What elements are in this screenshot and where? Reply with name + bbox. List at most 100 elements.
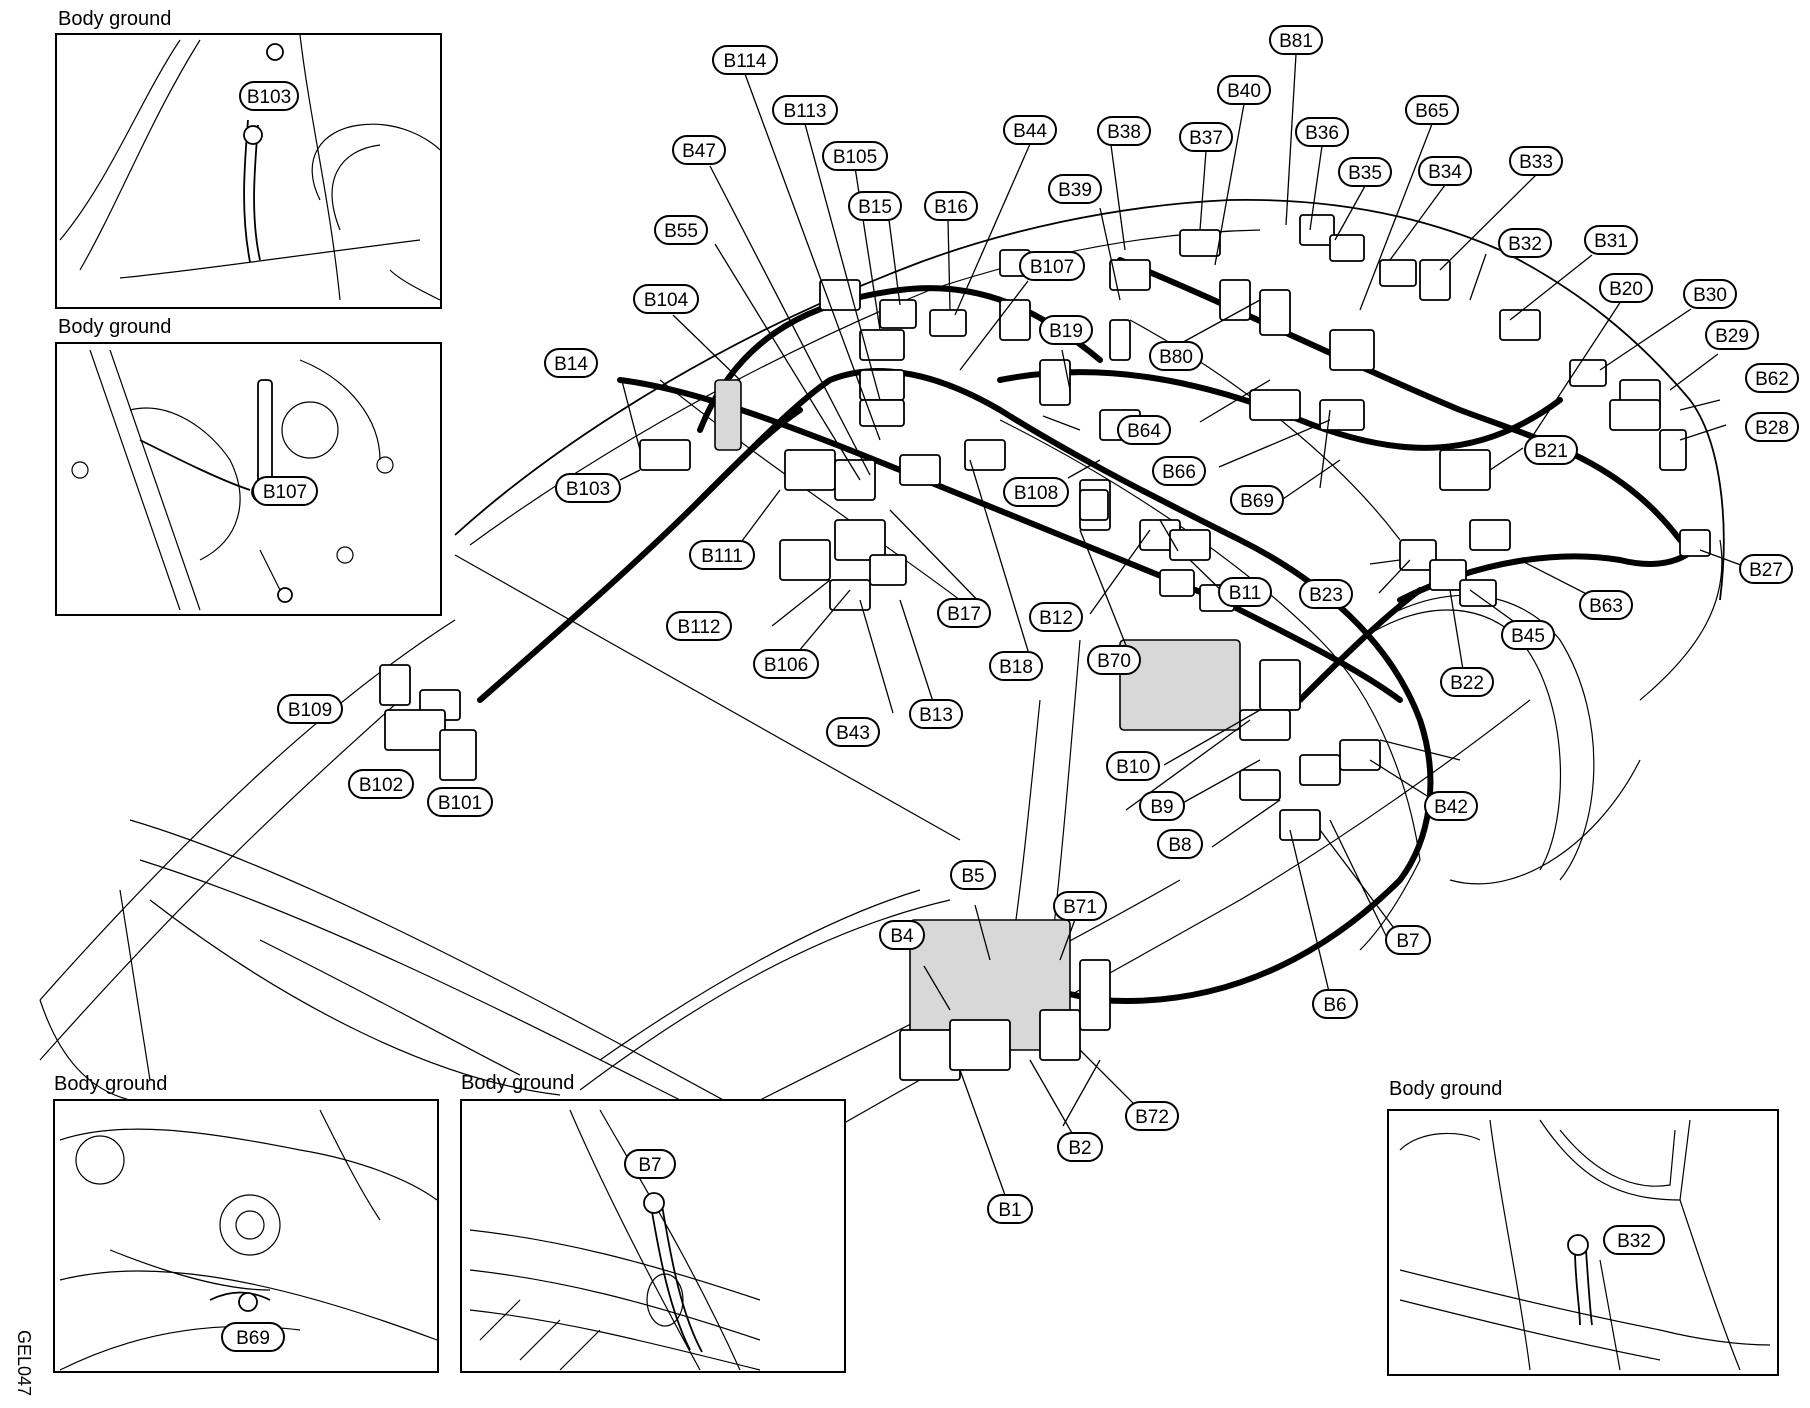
callout-b43: B43 [826,717,880,747]
callout-b19: B19 [1039,315,1093,345]
connectors [379,214,1711,1081]
callout-label: B69 [236,1328,270,1349]
svg-text:B38: B38 [1107,122,1141,143]
svg-text:B22: B22 [1450,673,1484,694]
svg-text:B23: B23 [1309,585,1343,606]
svg-text:B7: B7 [1396,931,1419,952]
callout-b11: B11 [1218,577,1272,607]
callout-b63: B63 [1579,590,1633,620]
inset-mid-left: Body ground B107 [55,316,442,616]
callout-b15: B15 [848,191,902,221]
callout-box [239,81,299,111]
callout-b34: B34 [1418,156,1472,186]
callout-b55: B55 [654,215,708,245]
svg-text:B64: B64 [1127,421,1161,442]
inset-title: Body ground [58,8,171,30]
callout-b13: B13 [909,699,963,729]
callout-b81: B81 [1269,25,1323,55]
svg-text:B36: B36 [1305,123,1339,144]
callout-b113: B113 [772,95,838,125]
callout-b38: B38 [1097,116,1151,146]
callout-box [221,1322,285,1352]
callout-b102: B102 [348,769,414,799]
svg-text:B16: B16 [934,197,968,218]
svg-text:B9: B9 [1150,797,1173,818]
callout-b22: B22 [1440,667,1494,697]
callout-b109: B109 [277,694,343,724]
svg-text:B21: B21 [1534,441,1568,462]
callout-box [1603,1225,1665,1255]
svg-text:B31: B31 [1594,231,1628,252]
callout-b107: B107 [1019,251,1085,281]
svg-text:B66: B66 [1162,462,1196,483]
callout-b20: B20 [1599,273,1653,303]
callout-label: B103 [247,87,291,108]
callout-b64: B64 [1117,415,1171,445]
callout-b9: B9 [1139,791,1185,821]
svg-text:B104: B104 [644,290,689,311]
svg-text:B37: B37 [1189,128,1223,149]
inset-title: Body ground [58,316,171,338]
svg-text:B12: B12 [1039,608,1073,629]
svg-text:B106: B106 [764,655,808,676]
callout-b40: B40 [1217,75,1271,105]
callout-b45: B45 [1501,620,1555,650]
callout-b23: B23 [1299,579,1353,609]
callout-b111: B111 [689,540,755,570]
svg-text:B80: B80 [1159,347,1193,368]
svg-text:B71: B71 [1063,897,1097,918]
callout-b32: B32 [1498,228,1552,258]
callout-b36: B36 [1295,117,1349,147]
inset-title: Body ground [54,1073,167,1095]
callout-b30: B30 [1683,279,1737,309]
svg-text:B32: B32 [1508,234,1542,255]
callout-b6: B6 [1312,989,1358,1019]
callout-b8: B8 [1157,829,1203,859]
callout-b4: B4 [879,920,925,950]
svg-text:B114: B114 [724,51,767,72]
svg-text:B47: B47 [682,141,716,162]
callout-b1: B1 [987,1194,1033,1224]
svg-text:B112: B112 [678,617,721,638]
svg-text:B39: B39 [1058,180,1092,201]
car-body-outline [39,198,1725,1161]
svg-text:B5: B5 [961,866,984,887]
svg-text:B4: B4 [890,926,914,947]
callout-b39: B39 [1048,174,1102,204]
callout-b62: B62 [1745,363,1799,393]
svg-text:B45: B45 [1511,626,1545,647]
svg-text:B35: B35 [1348,163,1382,184]
callout-b28: B28 [1745,412,1799,442]
callout-label: B107 [263,482,307,503]
svg-text:B29: B29 [1715,326,1749,347]
callout-b7: B7 [1385,925,1431,955]
callout-b106: B106 [753,649,819,679]
callout-b42: B42 [1424,791,1478,821]
svg-text:B65: B65 [1415,101,1449,122]
callout-b14: B14 [544,348,598,378]
callout-b69: B69 [1230,485,1284,515]
callout-b112: B112 [666,611,732,641]
inset-title: Body ground [461,1072,574,1094]
callout-b35: B35 [1338,157,1392,187]
svg-text:B33: B33 [1519,152,1553,173]
svg-text:B20: B20 [1609,279,1643,300]
svg-text:B13: B13 [919,705,953,726]
callout-b65: B65 [1405,95,1459,125]
callout-b2: B2 [1057,1132,1103,1162]
callout-b80: B80 [1149,341,1203,371]
svg-text:B81: B81 [1279,31,1313,52]
svg-text:B42: B42 [1434,797,1468,818]
svg-text:B8: B8 [1168,835,1191,856]
svg-text:B107: B107 [1030,257,1074,278]
callout-box [624,1149,676,1179]
svg-text:B28: B28 [1755,418,1789,439]
callout-b5: B5 [950,860,996,890]
svg-text:B103: B103 [566,479,610,500]
callout-b66: B66 [1152,456,1206,486]
svg-text:B109: B109 [288,700,332,721]
callout-label: B32 [1617,1231,1651,1252]
svg-text:B102: B102 [359,775,403,796]
svg-text:B30: B30 [1693,285,1727,306]
svg-text:B70: B70 [1097,651,1131,672]
